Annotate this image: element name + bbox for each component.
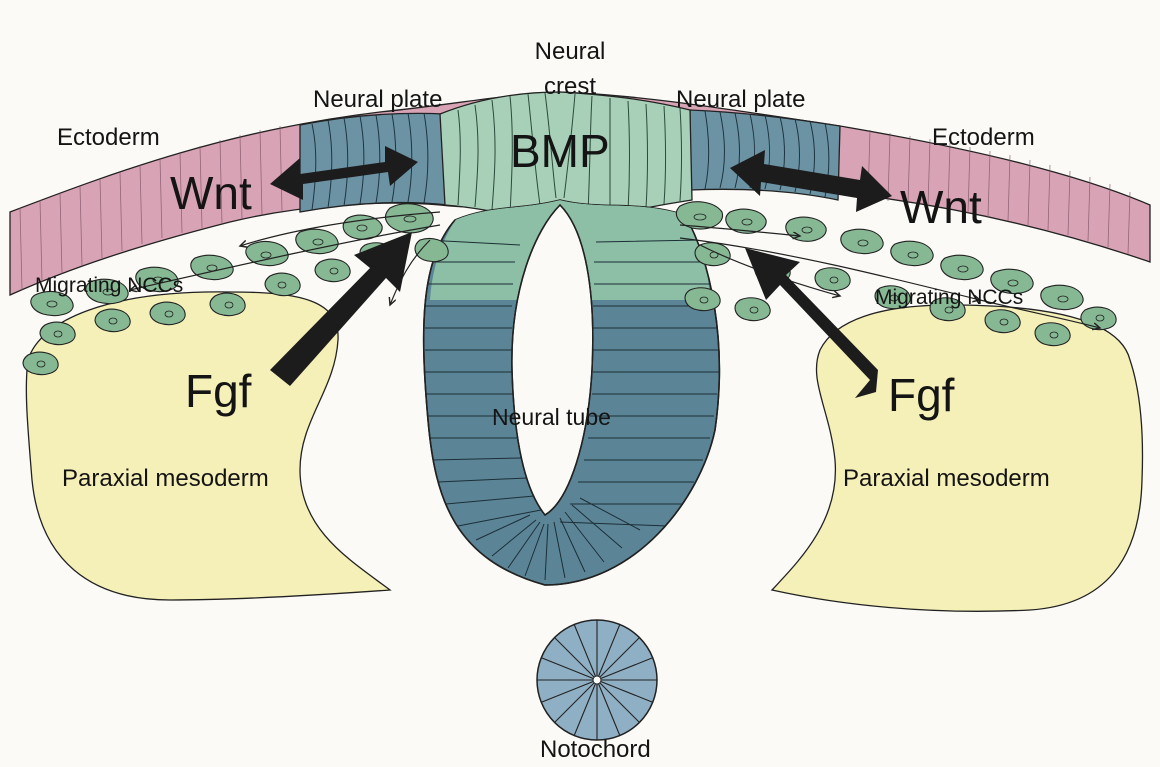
notochord (537, 620, 657, 740)
label-migrating-nccs-right: Migrating NCCs (875, 287, 1023, 308)
label-neural-plate-left: Neural plate (313, 88, 442, 112)
label-ectoderm-right: Ectoderm (932, 126, 1035, 150)
label-paraxial-mesoderm-right: Paraxial mesoderm (843, 467, 1050, 491)
label-migrating-nccs-left: Migrating NCCs (35, 275, 183, 296)
label-fgf-left: Fgf (185, 368, 251, 414)
label-fgf-right: Fgf (888, 372, 954, 418)
label-wnt-left: Wnt (170, 170, 252, 216)
label-neural-tube: Neural tube (492, 406, 611, 429)
label-neural-plate-right: Neural plate (676, 88, 805, 112)
label-neural-crest-line1: Neural (520, 40, 620, 64)
paraxial-mesoderm-right (772, 305, 1143, 611)
label-paraxial-mesoderm-left: Paraxial mesoderm (62, 467, 269, 491)
label-ectoderm-left: Ectoderm (57, 126, 160, 150)
label-neural-crest-line2: crest (520, 75, 620, 99)
label-wnt-right: Wnt (900, 184, 982, 230)
paraxial-mesoderm-left (26, 292, 390, 600)
label-bmp: BMP (510, 128, 610, 174)
label-notochord: Notochord (540, 738, 651, 762)
